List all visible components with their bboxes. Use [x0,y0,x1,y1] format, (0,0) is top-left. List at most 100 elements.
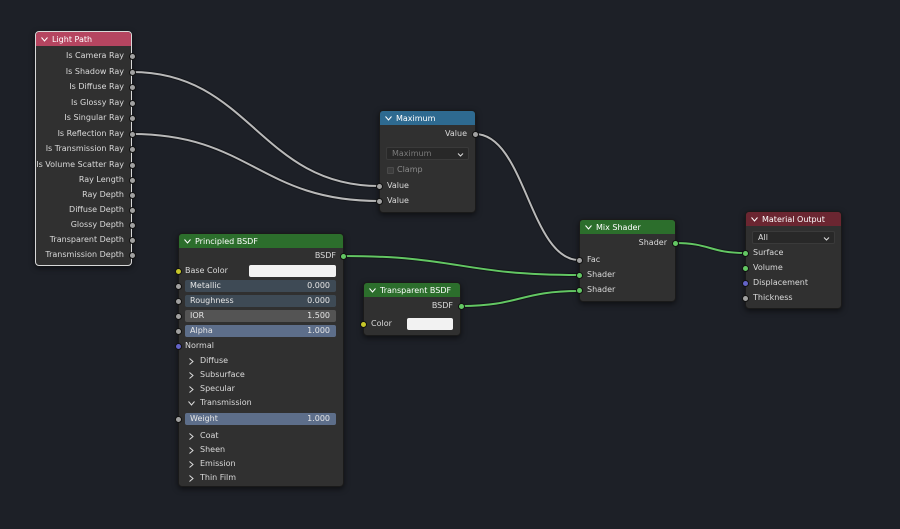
output-is-reflection-ray: Is Reflection Ray [57,129,124,138]
socket-surface[interactable] [742,250,749,257]
field-value: 0.000 [307,296,330,305]
output-bsdf: BSDF [431,301,453,310]
target-dropdown[interactable]: All [752,231,835,244]
chevron-right-icon [187,460,195,468]
panel-diffuse[interactable]: Diffuse [187,355,228,367]
output-transmission-depth: Transmission Depth [45,250,124,259]
socket-ior[interactable] [175,313,182,320]
socket-mix-shader-out[interactable] [672,240,679,247]
output-is-camera-ray: Is Camera Ray [65,51,124,60]
output-is-diffuse-ray: Is Diffuse Ray [69,82,124,91]
operation-dropdown[interactable]: Maximum [386,147,469,160]
socket-transmission-depth[interactable] [129,252,136,259]
panel-thin-film[interactable]: Thin Film [187,472,236,484]
material-output-node[interactable]: Material Output [745,211,842,309]
chevron-down-icon[interactable] [750,215,758,223]
socket-transparent-depth[interactable] [129,237,136,244]
panel-label: Sheen [200,445,226,454]
chevron-down-icon[interactable] [368,286,376,294]
link-principled-to-mix [342,254,580,277]
socket-is-transmission-ray[interactable] [129,146,136,153]
panel-label: Coat [200,431,219,440]
socket-mix-shader-in-1[interactable] [576,272,583,279]
socket-maximum-value-in-2[interactable] [376,198,383,205]
light-path-header[interactable]: Light Path [36,32,131,46]
socket-mix-fac[interactable] [576,257,583,264]
socket-is-volume-scatter-ray[interactable] [129,162,136,169]
socket-is-glossy-ray[interactable] [129,100,136,107]
alpha-field[interactable]: Alpha 1.000 [185,325,336,337]
chevron-right-icon [187,446,195,454]
panel-label: Specular [200,384,235,393]
panel-coat[interactable]: Coat [187,430,219,442]
node-title: Material Output [762,214,825,224]
panel-transmission[interactable]: Transmission [187,397,252,409]
metallic-field[interactable]: Metallic 0.000 [185,280,336,292]
light-path-node[interactable]: Light Path [35,31,132,266]
input-displacement: Displacement [753,278,808,287]
socket-is-singular-ray[interactable] [129,115,136,122]
panel-specular[interactable]: Specular [187,383,235,395]
ior-field[interactable]: IOR 1.500 [185,310,336,322]
output-transparent-depth: Transparent Depth [49,235,124,244]
socket-maximum-value-out[interactable] [472,131,479,138]
socket-weight[interactable] [175,416,182,423]
socket-diffuse-depth[interactable] [129,207,136,214]
link-maximum-to-fac [474,132,580,262]
socket-is-diffuse-ray[interactable] [129,84,136,91]
field-label: IOR [190,311,205,320]
socket-normal[interactable] [175,343,182,350]
panel-label: Transmission [200,398,252,407]
socket-is-reflection-ray[interactable] [129,131,136,138]
chevron-down-icon[interactable] [584,223,592,231]
mix-shader-node[interactable]: Mix Shader [579,219,676,302]
roughness-field[interactable]: Roughness 0.000 [185,295,336,307]
socket-ray-depth[interactable] [129,192,136,199]
panel-subsurface[interactable]: Subsurface [187,369,245,381]
output-glossy-depth: Glossy Depth [70,220,124,229]
socket-metallic[interactable] [175,283,182,290]
socket-glossy-depth[interactable] [129,222,136,229]
field-value: 1.500 [307,311,330,320]
output-diffuse-depth: Diffuse Depth [69,205,124,214]
normal-label: Normal [185,341,214,350]
panel-label: Emission [200,459,236,468]
input-thickness: Thickness [753,293,793,302]
socket-transparent-color[interactable] [360,321,367,328]
panel-label: Thin Film [200,473,237,482]
socket-thickness[interactable] [742,295,749,302]
socket-ray-length[interactable] [129,177,136,184]
panel-emission[interactable]: Emission [187,458,236,470]
clamp-checkbox[interactable] [387,167,394,174]
socket-volume[interactable] [742,265,749,272]
panel-sheen[interactable]: Sheen [187,444,225,456]
chevron-right-icon [187,432,195,440]
maximum-header[interactable]: Maximum [380,111,475,125]
mix-header[interactable]: Mix Shader [580,220,675,234]
socket-maximum-value-in-1[interactable] [376,183,383,190]
socket-is-shadow-ray[interactable] [129,69,136,76]
chevron-down-icon[interactable] [384,114,392,122]
principled-header[interactable]: Principled BSDF [179,234,343,248]
chevron-down-icon[interactable] [40,35,48,43]
socket-principled-bsdf-out[interactable] [340,253,347,260]
socket-transparent-bsdf-out[interactable] [458,303,465,310]
socket-roughness[interactable] [175,298,182,305]
transparent-header[interactable]: Transparent BSDF [364,283,460,297]
transparent-color-swatch[interactable] [407,318,453,330]
socket-displacement[interactable] [742,280,749,287]
link-reflection-to-maximum [131,132,380,203]
chevron-down-icon [457,150,464,157]
node-title: Mix Shader [596,222,641,232]
socket-alpha[interactable] [175,328,182,335]
socket-mix-shader-in-2[interactable] [576,287,583,294]
weight-field[interactable]: Weight 1.000 [185,413,336,425]
socket-is-camera-ray[interactable] [129,53,136,60]
output-header[interactable]: Material Output [746,212,841,226]
chevron-down-icon[interactable] [183,237,191,245]
input-shader-1: Shader [587,270,616,279]
field-label: Metallic [190,281,221,290]
base-color-swatch[interactable] [249,265,336,277]
socket-base-color[interactable] [175,268,182,275]
panel-label: Diffuse [200,356,229,365]
